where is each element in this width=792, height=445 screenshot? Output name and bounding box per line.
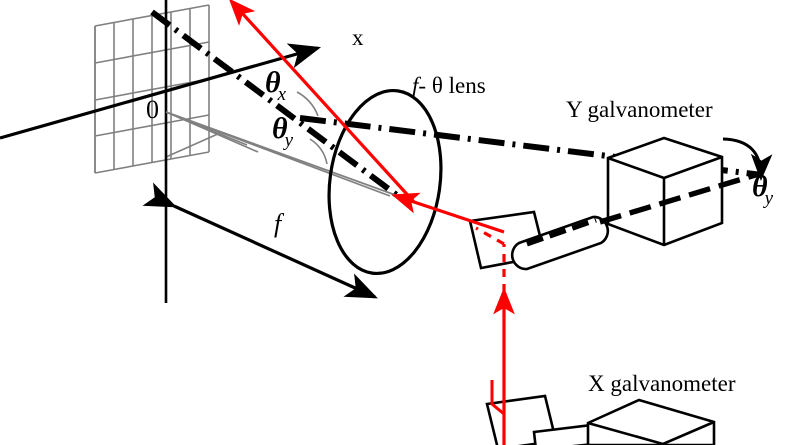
optical-axis-chain-secondary [299, 115, 763, 178]
f-theta-lens [327, 88, 443, 276]
lens-label-theta: θ [431, 73, 443, 98]
theta-y-rotation-subscript: y [764, 188, 774, 209]
image-plane-grid [94, 4, 210, 174]
theta-y-arc [309, 138, 328, 165]
x-galvanometer-label: X galvanometer [588, 371, 736, 396]
lens-label-word: lens [448, 73, 486, 98]
x-galvanometer-motor-box [586, 398, 716, 445]
theta-y-rotation-symbol: θ [752, 170, 768, 203]
y-galvanometer-label: Y galvanometer [566, 97, 713, 122]
beam-hidden-segment-2 [475, 226, 505, 246]
theta-x-subscript: x [277, 84, 287, 105]
theta-y-symbol: θ [272, 112, 288, 145]
f-theta-lens-label: f- θ lens [412, 74, 486, 97]
focal-length-arrow [142, 182, 378, 299]
optical-axis-chain [150, 9, 400, 199]
theta-y-reference-line [165, 111, 399, 197]
lens-label-dash: - [418, 73, 427, 98]
theta-y-rotation-arrow [722, 137, 773, 181]
focal-length-label: f [274, 209, 282, 238]
theta-x-symbol: θ [265, 66, 281, 99]
beam-to-image-plane [228, 0, 416, 204]
x-axis-label: x [352, 25, 364, 50]
origin-label: 0 [146, 95, 159, 124]
laser-beam-bottom-link [490, 380, 506, 445]
x-axis-line [0, 43, 322, 140]
y-galvanometer-motor-box [606, 136, 724, 247]
theta-y-label: θy [272, 112, 296, 151]
theta-x-label: θx [265, 66, 289, 105]
theta-y-rotation-label: θy [752, 170, 776, 209]
theta-x-arc [296, 91, 319, 117]
lens-label-f: f [412, 73, 419, 98]
theta-y-subscript: y [284, 130, 294, 151]
y-rotation-axis [599, 170, 763, 225]
